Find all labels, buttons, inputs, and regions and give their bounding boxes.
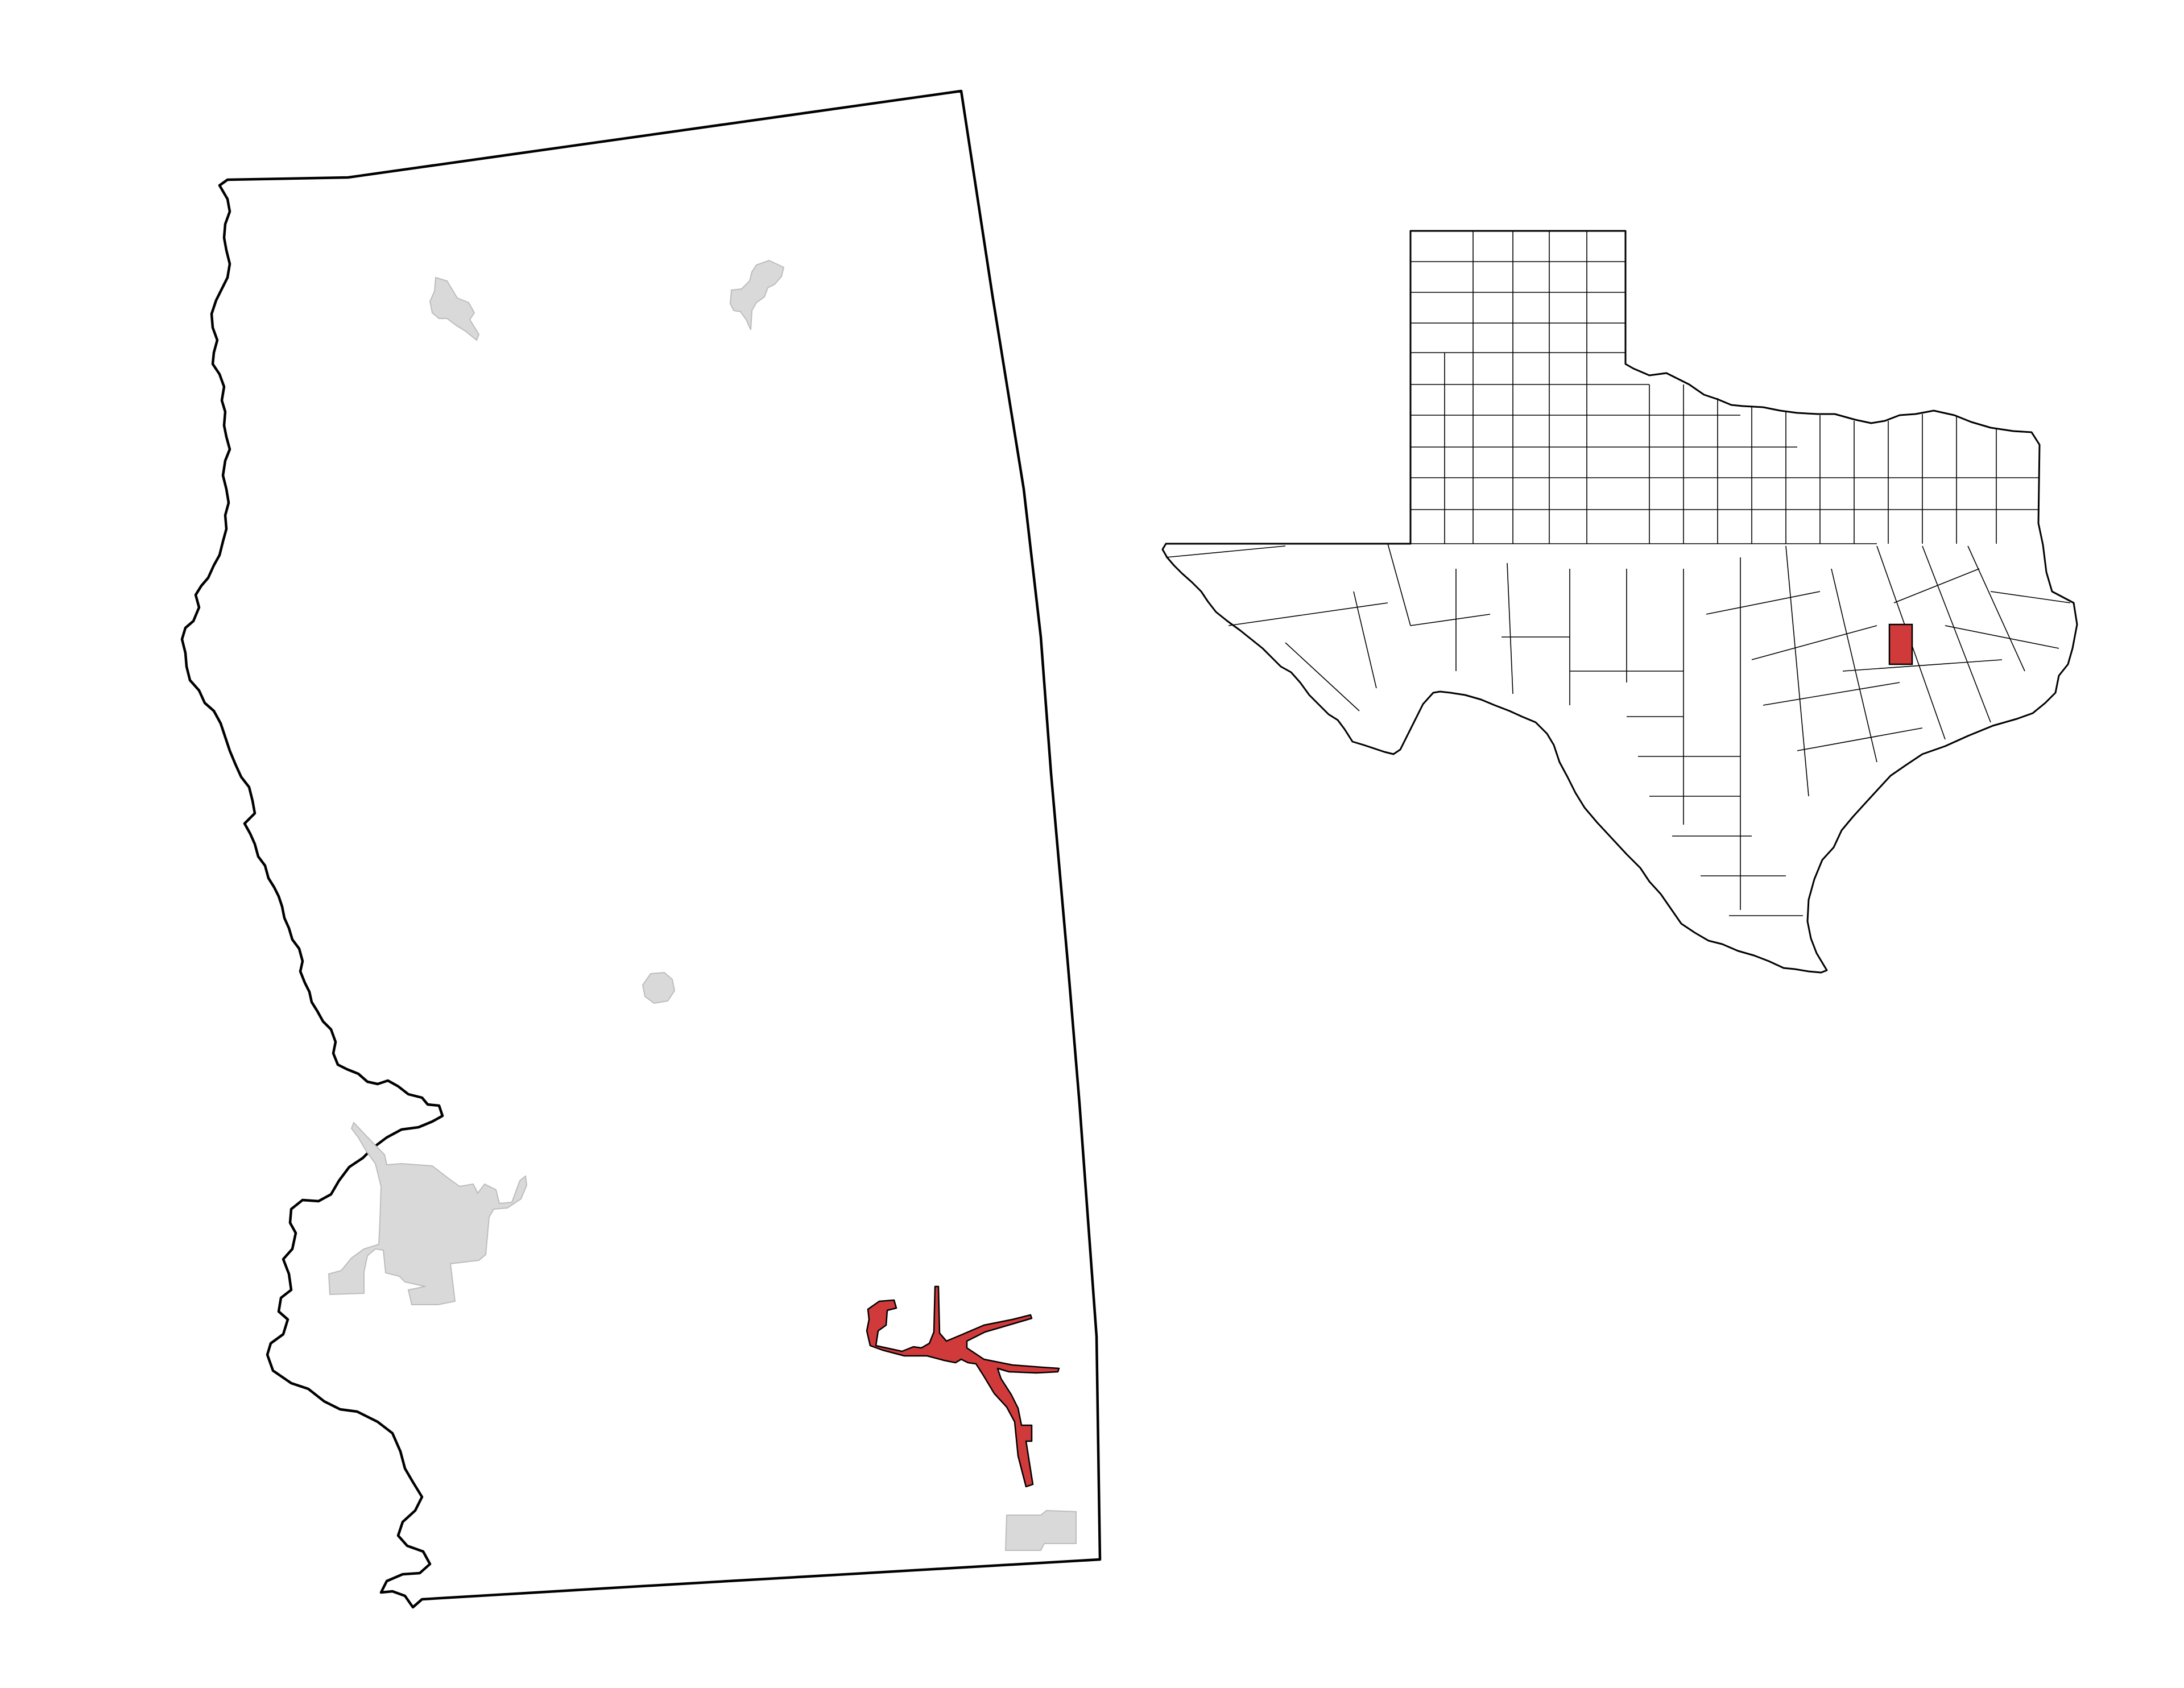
place-south-west-large [328, 1122, 528, 1305]
place-north-east [729, 259, 785, 330]
state-inset-map [1161, 230, 2078, 974]
highlighted-county [1888, 623, 1913, 665]
place-south-east-small [1004, 1509, 1077, 1551]
state-outline [1161, 230, 2078, 974]
place-center [642, 971, 676, 1004]
highlight-place [866, 1285, 1060, 1488]
county-boundary [180, 89, 1102, 1609]
county-detail-map [180, 89, 1102, 1609]
place-north-west [429, 276, 480, 341]
